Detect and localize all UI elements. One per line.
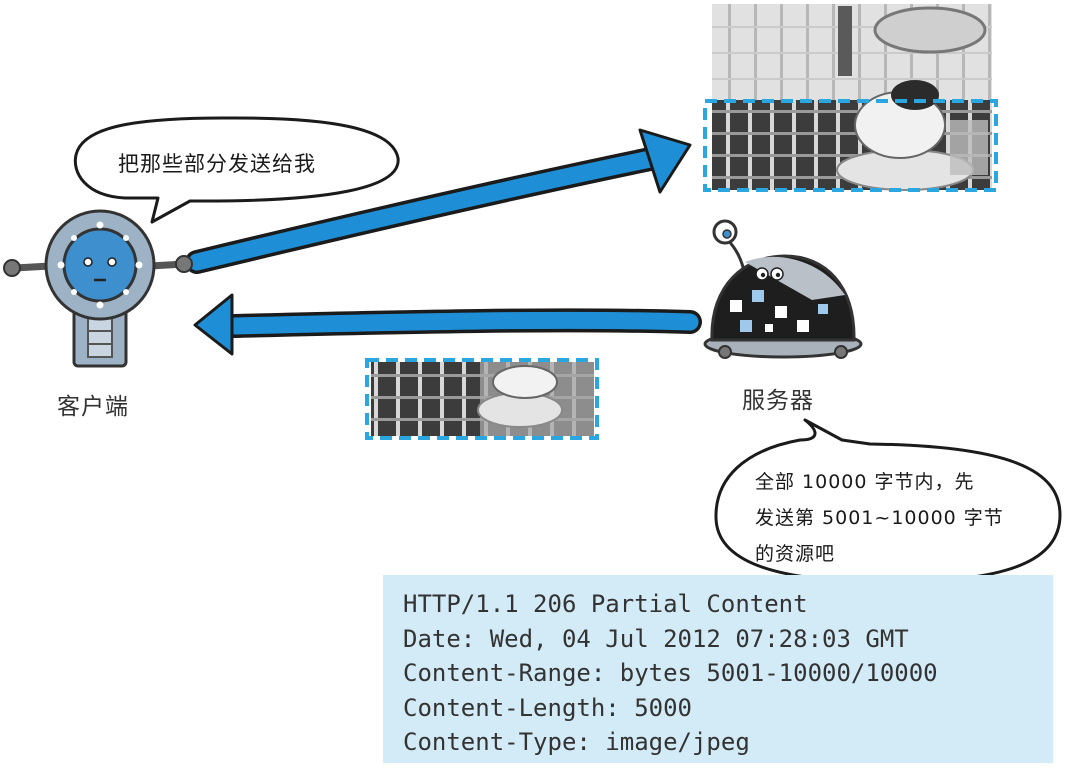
server-label: 服务器 <box>742 388 814 414</box>
http-response-box: HTTP/1.1 206 Partial Content Date: Wed, … <box>383 575 1053 763</box>
partial-image <box>371 362 594 436</box>
response-arrow <box>193 293 702 356</box>
response-header-content-type: Content-Type: image/jpeg <box>403 728 750 756</box>
robot-server-icon <box>703 219 863 359</box>
server-speech-line: 发送第 5001~10000 字节 <box>755 507 1004 529</box>
server-speech-bubble <box>714 418 1062 584</box>
response-status-line: HTTP/1.1 206 Partial Content <box>403 590 808 618</box>
response-header-date: Date: Wed, 04 Jul 2012 07:28:03 GMT <box>403 624 909 653</box>
response-header-content-length: Content-Length: 5000 <box>403 693 692 722</box>
full-image <box>712 4 992 191</box>
client-speech-bubble <box>73 116 400 224</box>
robot-client-icon <box>3 209 193 368</box>
client-speech-text: 把那些部分发送给我 <box>118 152 316 176</box>
request-arrow <box>185 128 692 274</box>
client-label: 客户端 <box>57 394 129 420</box>
partial-range-highlight <box>365 358 599 440</box>
server-speech-line: 全部 10000 字节内，先 <box>755 471 975 493</box>
server-speech-text: 全部 10000 字节内，先 发送第 5001~10000 字节 的资源吧 <box>755 464 1004 572</box>
server-speech-line: 的资源吧 <box>755 543 836 565</box>
response-header-content-range: Content-Range: bytes 5001-10000/10000 <box>403 659 938 687</box>
